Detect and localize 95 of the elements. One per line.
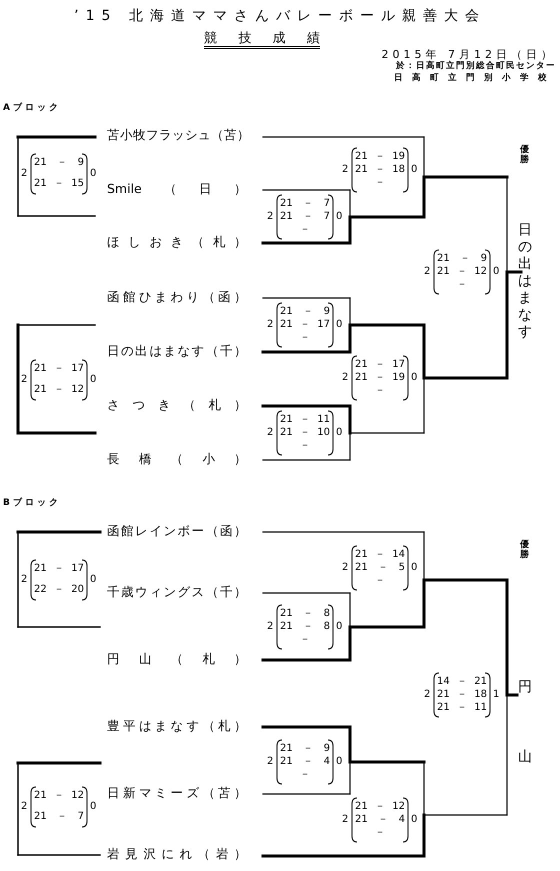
set-score: －	[299, 332, 311, 342]
score-number: 2	[21, 169, 28, 179]
set-score: 21 － 4	[280, 756, 330, 766]
team-name: 日新マミーズ（苫）	[107, 787, 247, 800]
set-score: 21 － 7	[280, 198, 330, 208]
score-number: 0	[411, 373, 418, 383]
team-name: ほしおき（札）	[107, 236, 247, 248]
score-number: 0	[90, 375, 96, 385]
set-score: 21 － 12	[355, 802, 405, 812]
score-number: 0	[336, 757, 342, 767]
set-score: 21 － 9	[34, 158, 84, 168]
team-name: 長橋（小）	[107, 453, 247, 466]
set-score: 21 － 7	[34, 812, 84, 822]
score-number: 2	[267, 212, 274, 222]
set-score: 21 － 15	[34, 179, 84, 189]
score-number: 0	[336, 320, 342, 330]
date-text: 2015年 7月12日（日）	[382, 49, 556, 60]
set-score: 21 － 8	[280, 608, 330, 618]
set-score: 22 － 20	[34, 585, 84, 595]
score-number: 2	[21, 375, 28, 385]
score-number: 0	[411, 563, 418, 573]
set-score: －	[299, 440, 311, 450]
subtitle: 競技成績	[204, 32, 320, 49]
team-name: 豊平はまなす（札）	[107, 720, 247, 732]
set-score: 21 － 19	[355, 372, 405, 382]
score-number: 0	[336, 622, 342, 632]
set-score: －	[374, 386, 386, 396]
team-name: 函館ひまわり（函）	[107, 291, 247, 304]
score-number: 0	[411, 165, 418, 175]
score-number: 2	[267, 622, 274, 632]
team-name: 函館レインボー（函）	[107, 525, 247, 538]
team-name: 岩見沢にれ（岩）	[107, 848, 247, 860]
champion-name: 日の出はまなす	[518, 222, 533, 341]
set-score: 21 － 19	[355, 152, 405, 162]
title: ’15 北海道ママさんバレーボール親善大会	[73, 9, 487, 23]
score-number: 0	[90, 575, 96, 585]
set-score: －	[374, 828, 386, 838]
score-number: 2	[342, 563, 348, 573]
set-score: －	[456, 280, 468, 290]
venue-text: 於：日高町立門別総合町民センター	[396, 62, 556, 70]
team-name: 日の出はまなす（千）	[107, 345, 247, 358]
score-number: 2	[342, 165, 348, 175]
score-number: 0	[90, 802, 96, 812]
set-score: 21 － 18	[437, 690, 487, 700]
set-score: 21 － 18	[355, 164, 405, 174]
block-heading: Bブロック	[3, 499, 61, 508]
set-score: 21 － 9	[280, 744, 330, 754]
set-score: 21 － 12	[34, 385, 84, 395]
team-name: さつき（札）	[107, 399, 247, 412]
team-name: 苫小牧フラッシュ（苫）	[107, 129, 247, 142]
score-number: 2	[21, 802, 28, 812]
set-score: 21 － 17	[34, 364, 84, 374]
score-number: 0	[336, 428, 342, 438]
set-score: 21 － 11	[280, 414, 330, 424]
set-score: 21 － 11	[437, 702, 487, 712]
set-score: 14 － 21	[437, 676, 487, 686]
score-number: 0	[493, 267, 500, 277]
winner-heading: 優勝	[520, 145, 530, 165]
winner-heading: 優勝	[520, 540, 530, 560]
set-score: 21 － 14	[355, 550, 405, 560]
champion-name: 円山	[518, 678, 533, 767]
set-score: 21 － 17	[355, 360, 405, 370]
set-score: 21 － 17	[280, 320, 330, 330]
team-name: 円山（札）	[107, 653, 247, 666]
set-score: －	[374, 576, 386, 586]
set-score: －	[299, 770, 311, 780]
set-score: 21 － 9	[437, 254, 487, 264]
set-score: 21 － 8	[280, 622, 330, 632]
set-score: 21 － 9	[280, 306, 330, 316]
set-score: 21 － 5	[355, 562, 405, 572]
score-number: 2	[424, 267, 430, 277]
set-score: 21 － 10	[280, 428, 330, 438]
team-name: Smile（日）	[107, 183, 247, 196]
score-number: 2	[267, 320, 274, 330]
score-number: 1	[493, 690, 500, 700]
score-number: 0	[411, 815, 418, 825]
score-number: 2	[267, 428, 274, 438]
score-number: 2	[342, 373, 348, 383]
score-number: 2	[342, 815, 348, 825]
score-number: 2	[267, 757, 274, 767]
score-number: 2	[424, 690, 430, 700]
score-number: 0	[90, 169, 96, 179]
set-score: －	[299, 224, 311, 234]
venue-text: 日高町立門別小学校	[394, 74, 556, 82]
set-score: －	[299, 634, 311, 644]
set-score: 21 － 12	[437, 266, 487, 276]
team-name: 千歳ウィングス（千）	[107, 586, 247, 598]
set-score: 21 － 12	[34, 791, 84, 801]
set-score: 21 － 4	[355, 814, 405, 824]
set-score: －	[374, 178, 386, 188]
score-number: 2	[21, 575, 28, 585]
score-number: 0	[336, 212, 342, 222]
set-score: 21 － 17	[34, 564, 84, 574]
block-heading: Aブロック	[3, 104, 61, 113]
set-score: 21 － 7	[280, 212, 330, 222]
